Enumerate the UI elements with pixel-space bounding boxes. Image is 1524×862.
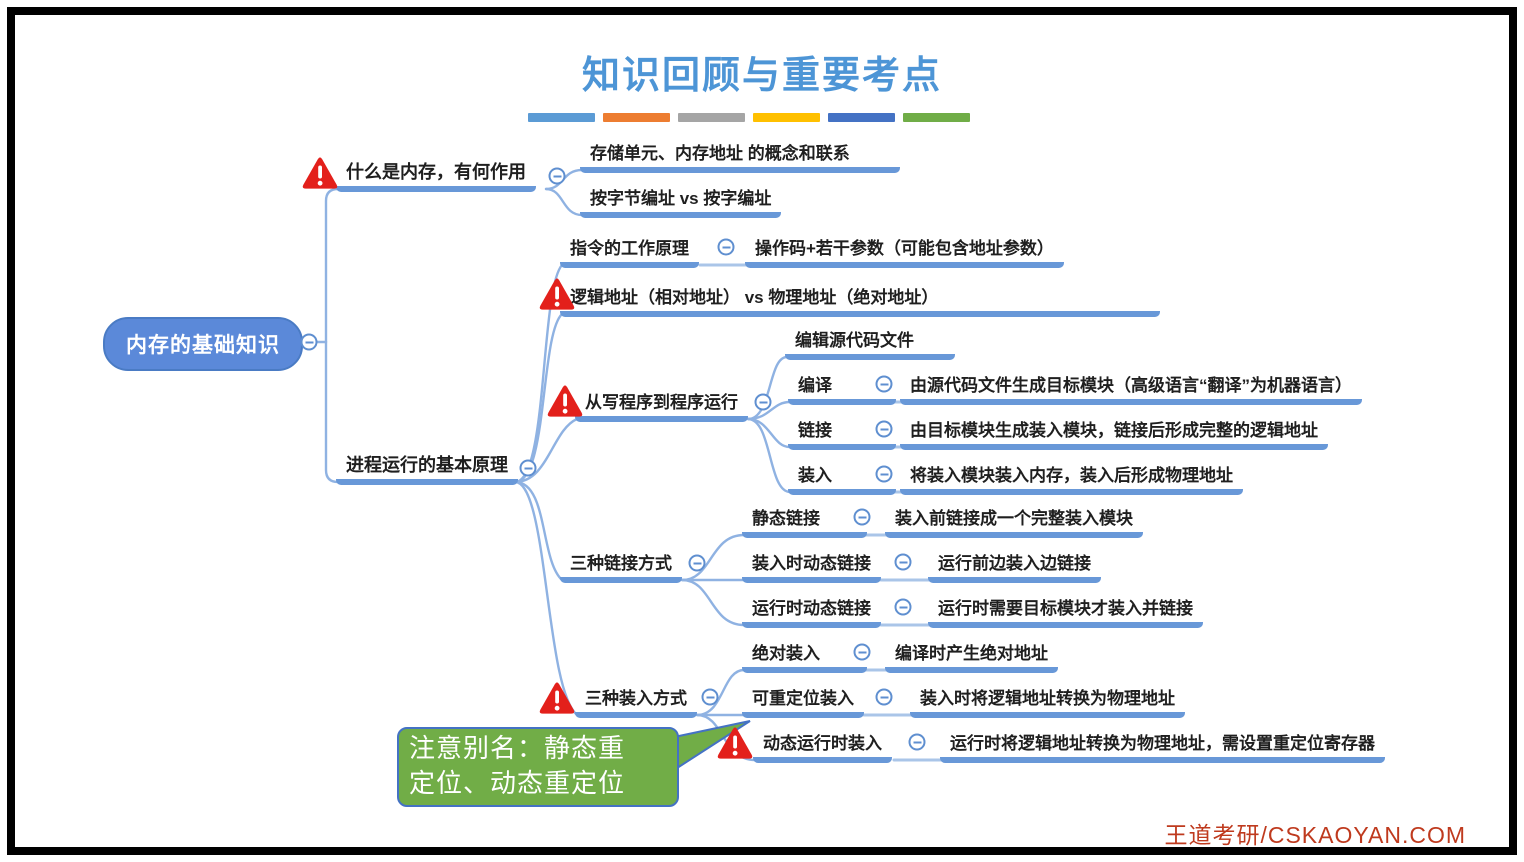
legend-color-bars	[528, 113, 970, 122]
warning-icon	[538, 277, 576, 311]
collapse-icon[interactable]	[894, 553, 912, 571]
warning-icon	[538, 681, 576, 715]
topic-load-time-link[interactable]: 装入时动态链接	[742, 551, 881, 583]
topic-load-time-link-desc[interactable]: 运行前边装入边链接	[928, 551, 1101, 583]
collapse-icon[interactable]	[519, 459, 537, 477]
collapse-icon[interactable]	[754, 393, 772, 411]
collapse-icon[interactable]	[875, 688, 893, 706]
collapse-icon[interactable]	[875, 465, 893, 483]
collapse-icon[interactable]	[908, 733, 926, 751]
topic-compile-desc[interactable]: 由源代码文件生成目标模块（高级语言“翻译”为机器语言）	[900, 373, 1362, 405]
topic-dynamic-load-desc[interactable]: 运行时将逻辑地址转换为物理地址，需设置重定位寄存器	[940, 731, 1385, 763]
topic-program-to-run[interactable]: 从写程序到程序运行	[575, 390, 748, 422]
topic-link[interactable]: 链接	[788, 418, 896, 450]
root-topic[interactable]: 内存的基础知识	[103, 317, 303, 371]
callout-note: 注意别名：静态重 定位、动态重定位	[397, 727, 679, 807]
collapse-icon[interactable]	[853, 508, 871, 526]
topic-absolute-load[interactable]: 绝对装入	[742, 641, 867, 673]
topic-link-desc[interactable]: 由目标模块生成装入模块，链接后形成完整的逻辑地址	[900, 418, 1328, 450]
collapse-icon[interactable]	[717, 238, 735, 256]
legend-bar-orange	[603, 113, 670, 122]
legend-bar-gray	[678, 113, 745, 122]
collapse-icon[interactable]	[875, 375, 893, 393]
warning-icon	[301, 156, 339, 190]
watermark-text: 王道考研/CSKAOYAN.COM	[1164, 822, 1466, 848]
topic-static-link-desc[interactable]: 装入前链接成一个完整装入模块	[885, 506, 1143, 538]
topic-what-is-memory[interactable]: 什么是内存，有何作用	[336, 160, 536, 192]
topic-opcode[interactable]: 操作码+若干参数（可能包含地址参数）	[745, 236, 1064, 268]
topic-process-principle[interactable]: 进程运行的基本原理	[336, 453, 518, 485]
warning-icon	[546, 384, 584, 418]
topic-relocatable-load-desc[interactable]: 装入时将逻辑地址转换为物理地址	[910, 686, 1185, 718]
topic-dynamic-load[interactable]: 动态运行时装入	[753, 731, 892, 763]
topic-load[interactable]: 装入	[788, 463, 896, 495]
collapse-icon[interactable]	[894, 598, 912, 616]
legend-bar-blue	[528, 113, 595, 122]
topic-logical-vs-physical[interactable]: 逻辑地址（相对地址） vs 物理地址（绝对地址）	[560, 285, 1160, 317]
topic-static-link[interactable]: 静态链接	[742, 506, 867, 538]
legend-bar-yellow	[753, 113, 820, 122]
collapse-icon[interactable]	[548, 167, 566, 185]
legend-bar-darkblue	[828, 113, 895, 122]
topic-run-time-link-desc[interactable]: 运行时需要目标模块才装入并链接	[928, 596, 1203, 628]
callout-line-1: 注意别名：静态重	[409, 734, 626, 763]
warning-icon	[716, 726, 754, 760]
topic-absolute-load-desc[interactable]: 编译时产生绝对地址	[885, 641, 1058, 673]
page-title: 知识回顾与重要考点	[581, 55, 942, 97]
topic-three-link[interactable]: 三种链接方式	[560, 551, 682, 583]
collapse-icon[interactable]	[688, 554, 706, 572]
topic-storage-unit[interactable]: 存储单元、内存地址 的概念和联系	[580, 141, 900, 173]
collapse-icon[interactable]	[875, 420, 893, 438]
collapse-icon[interactable]	[300, 333, 318, 351]
topic-edit-source[interactable]: 编辑源代码文件	[785, 328, 955, 360]
topic-three-load[interactable]: 三种装入方式	[575, 686, 697, 718]
topic-byte-addressing[interactable]: 按字节编址 vs 按字编址	[580, 186, 782, 218]
collapse-icon[interactable]	[853, 643, 871, 661]
callout-line-2: 定位、动态重定位	[409, 769, 626, 798]
topic-compile[interactable]: 编译	[788, 373, 896, 405]
topic-relocatable-load[interactable]: 可重定位装入	[742, 686, 864, 718]
topic-load-desc[interactable]: 将装入模块装入内存，装入后形成物理地址	[900, 463, 1243, 495]
topic-run-time-link[interactable]: 运行时动态链接	[742, 596, 881, 628]
collapse-icon[interactable]	[701, 688, 719, 706]
topic-instruction-principle[interactable]: 指令的工作原理	[560, 236, 699, 268]
legend-bar-green	[903, 113, 970, 122]
